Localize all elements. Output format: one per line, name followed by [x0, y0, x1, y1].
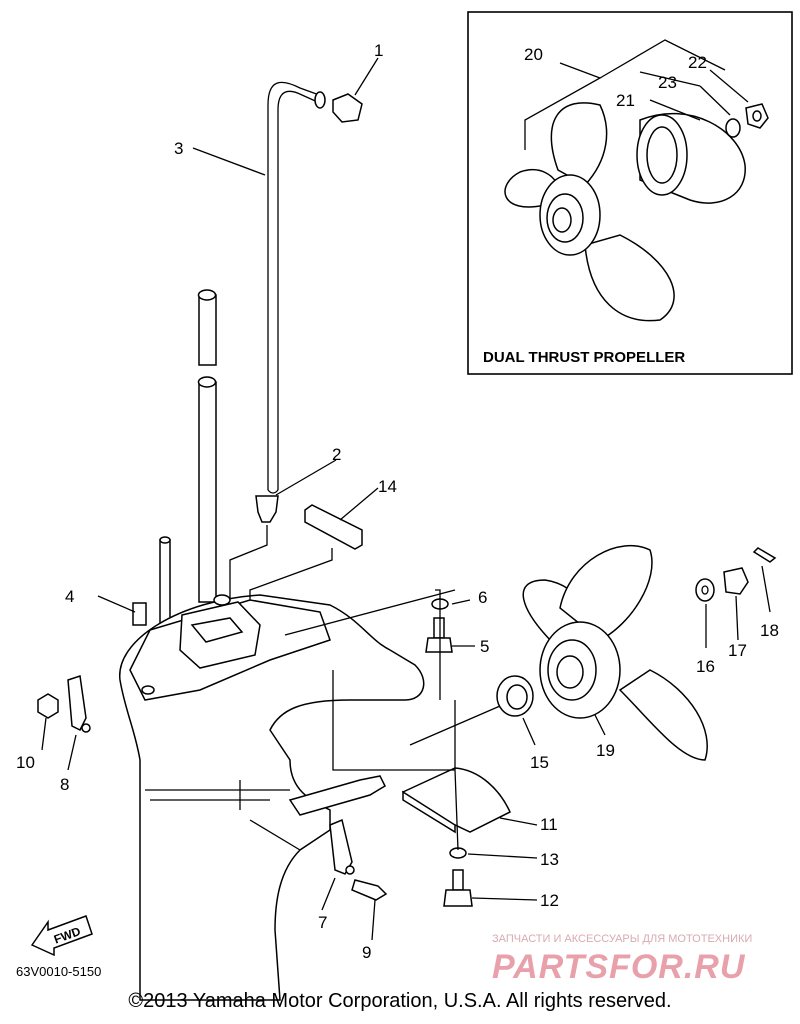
part-16-washer: [695, 578, 715, 602]
callout-16: 16: [696, 657, 715, 676]
callout-3: 3: [174, 139, 183, 158]
callout-21: 21: [616, 91, 635, 110]
part-10-nut: [37, 693, 59, 719]
inset-propeller: [504, 102, 769, 322]
lower-unit-housing: [119, 589, 456, 1001]
inset-title: DUAL THRUST PROPELLER: [483, 349, 685, 366]
callout-15: 15: [530, 753, 549, 772]
watermark-brand: PARTSFOR.RU: [492, 948, 746, 986]
callout-12: 12: [540, 891, 559, 910]
callout-9: 9: [362, 943, 371, 962]
part-code: 63V0010-5150: [16, 964, 101, 979]
callout-23: 23: [658, 73, 677, 92]
drive-shaft: [197, 289, 217, 603]
callout-18: 18: [760, 621, 779, 640]
callout-19: 19: [596, 741, 615, 760]
callout-4: 4: [65, 587, 74, 606]
fwd-arrow: FWD: [30, 915, 93, 957]
part-9-screw: [351, 879, 388, 901]
watermark-tagline: ЗАПЧАСТИ И АКСЕССУАРЫ ДЛЯ МОТОТЕХНИКИ: [492, 933, 752, 945]
callout-11: 11: [540, 815, 558, 834]
callout-8: 8: [60, 775, 69, 794]
part-4-pin: [132, 602, 147, 626]
callout-10: 10: [16, 753, 35, 772]
part-17-nut: [723, 567, 749, 595]
callout-17: 17: [728, 641, 747, 660]
callout-1: 1: [374, 41, 383, 60]
part-14-plate: [304, 504, 363, 550]
part-18-cotter-pin: [752, 547, 777, 563]
part-5-bolt: [425, 617, 453, 653]
callout-13: 13: [540, 850, 559, 869]
callout-20: 20: [524, 45, 543, 64]
part-12-bolt: [443, 869, 473, 907]
part-1-grommet: [332, 93, 363, 123]
part-19-propeller: [522, 545, 708, 761]
inset-leaders: [524, 39, 749, 150]
copyright-footer: ©2013 Yamaha Motor Corporation, U.S.A. A…: [128, 990, 672, 1012]
part-8-anode: [67, 675, 87, 732]
callout-2: 2: [332, 445, 341, 464]
part-2-grommet: [255, 495, 279, 523]
callout-7: 7: [318, 913, 327, 932]
leader-lines: [41, 57, 771, 941]
callout-14: 14: [378, 477, 397, 496]
inset-frame: [467, 11, 793, 375]
part-15-thrust-washer: [496, 675, 534, 717]
callout-5: 5: [480, 637, 489, 656]
callout-22: 22: [688, 53, 707, 72]
part-3-tube: [267, 81, 323, 490]
callout-numbers: 1 2 3 4 5 6 7 8 9 10 11 12 13 14 15 16 1…: [16, 41, 779, 962]
callout-6: 6: [478, 588, 487, 607]
